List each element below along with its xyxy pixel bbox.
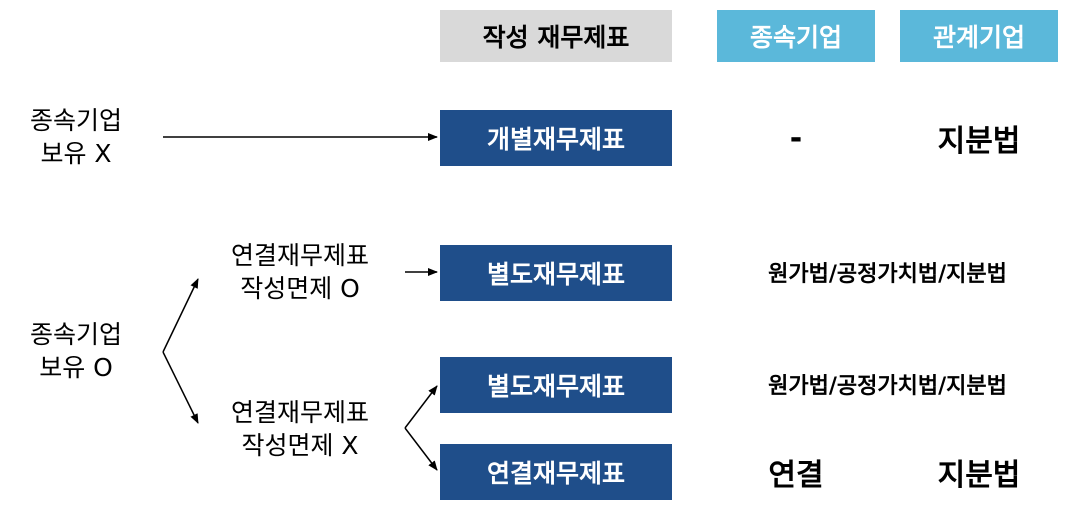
- box-separate-individual: 개별재무제표: [440, 110, 672, 166]
- row4-associate-value: 지분법: [937, 458, 1021, 493]
- label-exempt-yes-line1: 연결재무제표: [230, 241, 369, 270]
- label-no-subsidiary-line2: 보유 X: [40, 139, 112, 168]
- label-has-subsidiary-line1: 종속기업: [29, 320, 122, 349]
- row4-subsidiary-value: 연결: [768, 458, 824, 493]
- row2-method-value: 원가법/공정가치법/지분법: [768, 262, 1007, 287]
- label-exempt-yes: 연결재무제표 작성면제 O: [200, 239, 400, 305]
- arrow-has-subsidiary-up: [162, 278, 199, 353]
- box-separate-nonexempt: 별도재무제표: [440, 357, 672, 413]
- label-exempt-no: 연결재무제표 작성면제 X: [200, 396, 400, 462]
- row1-associate-value: 지분법: [937, 124, 1021, 159]
- header-subsidiary: 종속기업: [717, 10, 875, 62]
- arrow-exempt-no-to-consolidated: [404, 427, 438, 471]
- label-no-subsidiary: 종속기업 보유 X: [8, 104, 144, 170]
- box-consolidated: 연결재무제표: [440, 444, 672, 500]
- header-statement: 작성 재무제표: [440, 10, 672, 62]
- label-exempt-no-line1: 연결재무제표: [230, 398, 369, 427]
- arrow-has-subsidiary-down: [162, 351, 199, 424]
- arrow-exempt-no-to-separate: [404, 385, 438, 429]
- row1-subsidiary-value: -: [789, 120, 803, 156]
- header-associate: 관계기업: [900, 10, 1058, 62]
- label-has-subsidiary-line2: 보유 O: [39, 353, 113, 382]
- box-separate-exempt: 별도재무제표: [440, 245, 672, 301]
- row3-method-value: 원가법/공정가치법/지분법: [768, 374, 1007, 399]
- label-exempt-no-line2: 작성면제 X: [241, 431, 359, 460]
- label-has-subsidiary: 종속기업 보유 O: [8, 318, 144, 384]
- label-no-subsidiary-line1: 종속기업: [29, 106, 122, 135]
- label-exempt-yes-line2: 작성면제 O: [240, 274, 360, 303]
